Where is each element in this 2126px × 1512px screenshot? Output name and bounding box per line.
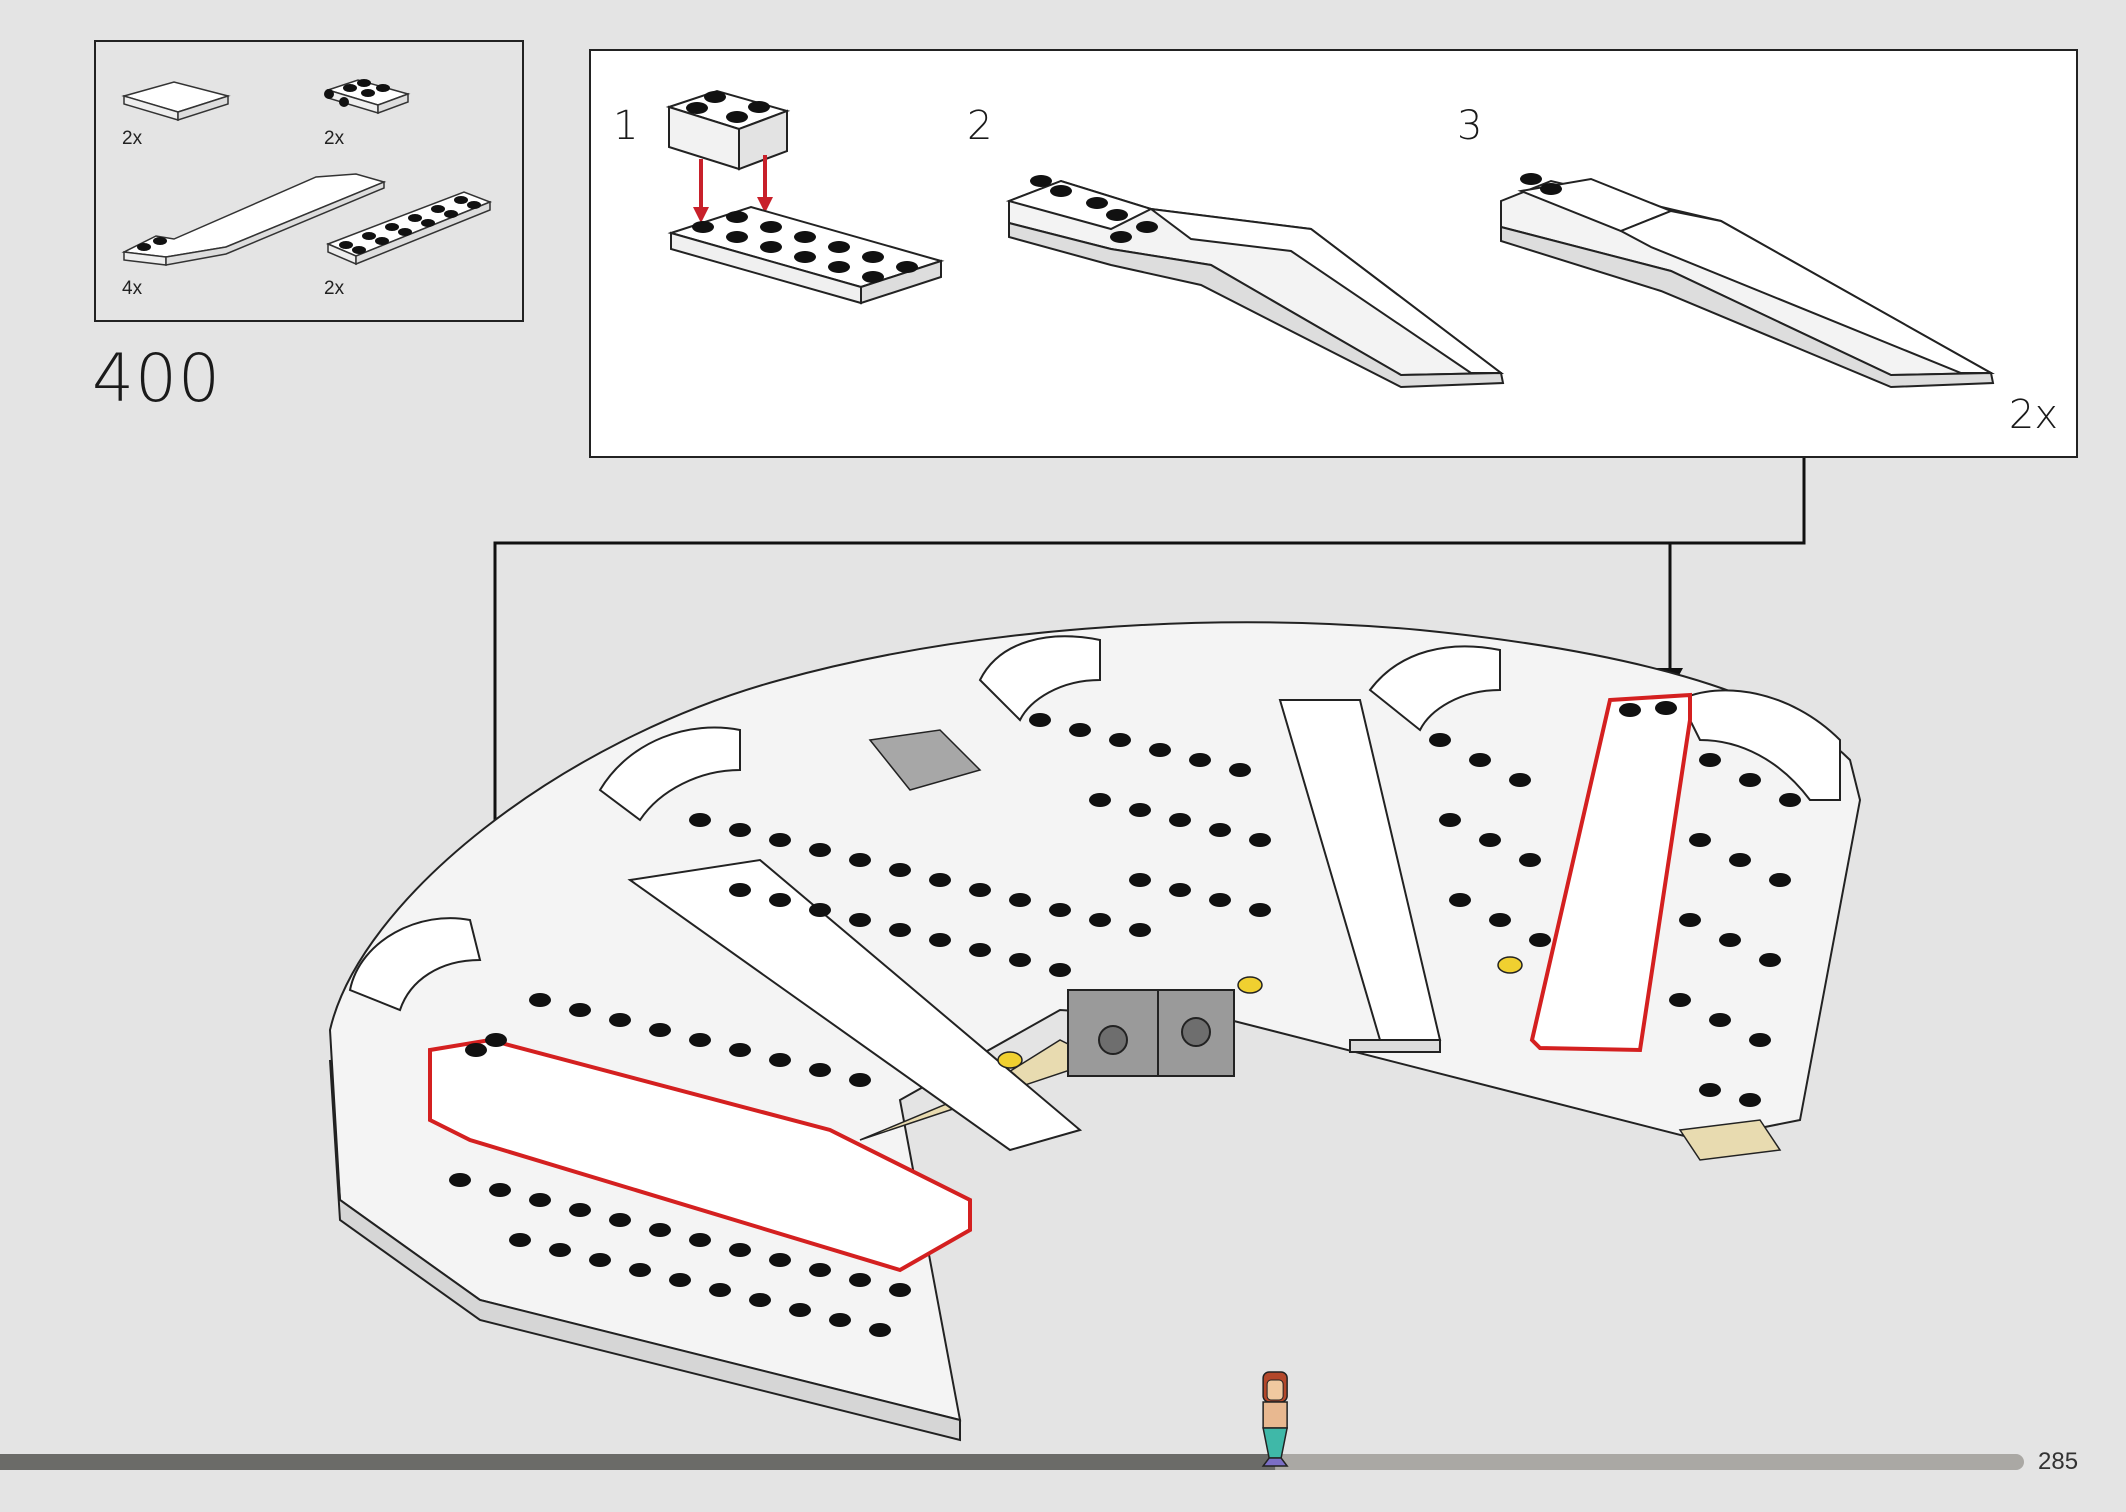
part-tile-icon xyxy=(121,81,231,122)
part-qty-pin-plate: 2x xyxy=(324,128,345,149)
substep-multiplier: 2x xyxy=(2008,392,2058,438)
sub-assembly-box: 1 2 3 2x xyxy=(589,49,2078,458)
substep-2-drawing xyxy=(1005,175,1505,389)
page-number: 285 xyxy=(2038,1448,2079,1475)
progress-fill xyxy=(0,1454,1276,1470)
part-wedge-icon xyxy=(121,173,387,266)
highlight-left-piece xyxy=(428,1037,972,1273)
minifigure-progress-icon xyxy=(1261,1371,1289,1467)
substep-1-label: 1 xyxy=(613,103,639,149)
highlight-right-piece xyxy=(1529,692,1692,1053)
substep-3-drawing xyxy=(1500,173,1995,389)
parts-illustrations xyxy=(121,79,493,266)
callout-connector-line xyxy=(493,458,1806,1030)
model-body xyxy=(328,621,1862,1442)
parts-list: 2x 2x 4x 2x xyxy=(94,40,524,322)
substep-illustrations xyxy=(665,89,1995,389)
substep-1-drawing xyxy=(665,89,945,305)
part-pin-plate-icon xyxy=(324,79,411,115)
substep-3-label: 3 xyxy=(1457,103,1483,149)
part-plate-2x6-icon xyxy=(326,191,493,266)
part-qty-tile: 2x xyxy=(122,128,143,149)
part-qty-wedge: 4x xyxy=(122,278,143,299)
substep-2-label: 2 xyxy=(967,103,993,149)
step-number: 400 xyxy=(92,340,221,417)
part-qty-plate-2x6: 2x xyxy=(324,278,345,299)
